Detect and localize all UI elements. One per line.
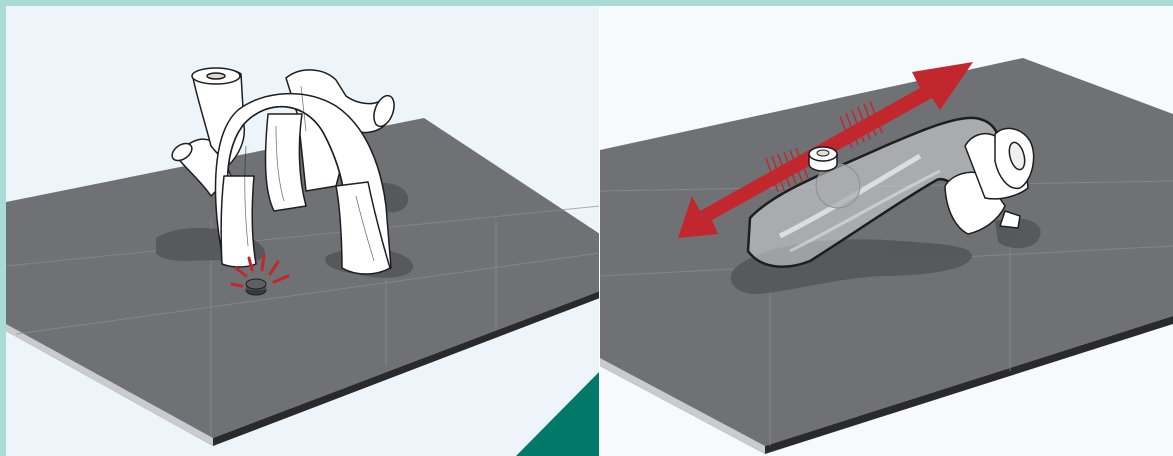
left-panel-illustration <box>6 6 600 456</box>
right-panel-illustration <box>600 6 1173 456</box>
left-panel <box>6 6 600 456</box>
teal-corner-accent <box>516 371 600 456</box>
figure-frame <box>6 6 1173 456</box>
right-panel <box>600 6 1173 456</box>
magnet-icon <box>246 279 266 295</box>
